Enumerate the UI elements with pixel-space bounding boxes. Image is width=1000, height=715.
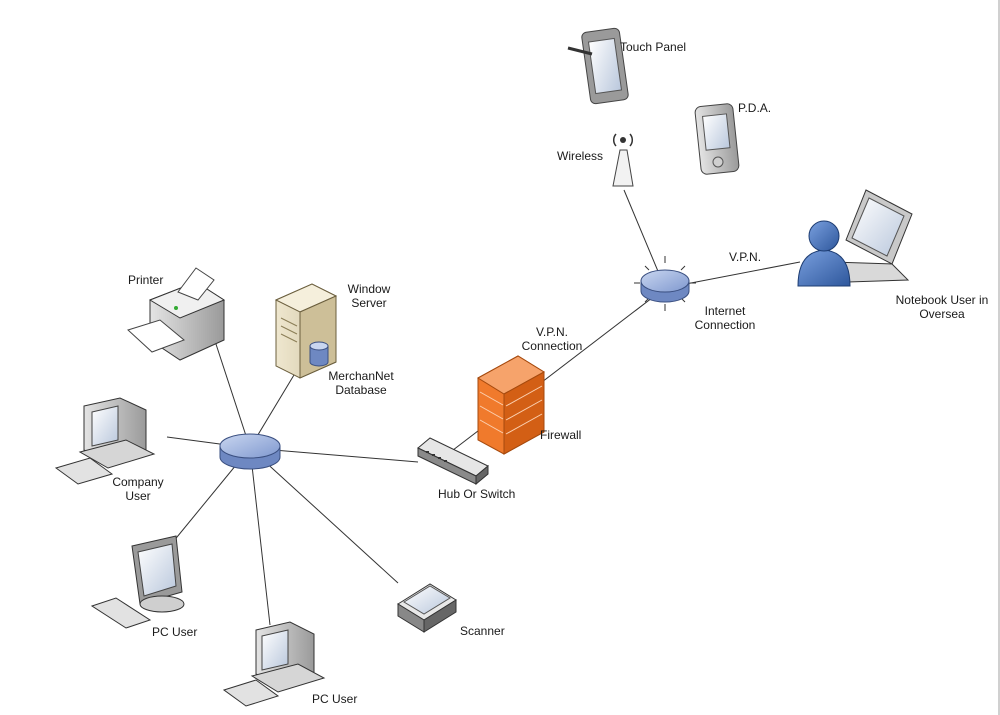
scanner-label: Scanner — [460, 624, 505, 638]
lan-hub-icon — [219, 433, 281, 470]
printer-label: Printer — [128, 273, 164, 287]
scanner-icon — [397, 583, 457, 633]
vpn-label: V.P.N. — [729, 250, 762, 264]
wireless-antenna-icon — [612, 133, 634, 187]
pc-user-2-label: PC User — [312, 692, 358, 706]
window-server-label: Window Server — [347, 282, 391, 310]
pda-icon — [694, 103, 740, 175]
touch-panel-icon — [567, 27, 629, 105]
frame-edge — [998, 0, 1000, 715]
touch-panel-label: Touch Panel — [620, 40, 687, 54]
company-user-label: Company User — [112, 475, 164, 503]
internet-connection-label: Internet Connection — [694, 304, 756, 332]
firewall-icon — [477, 355, 545, 455]
database-icon — [309, 341, 329, 367]
merchannet-database-label: MerchanNet Database — [328, 369, 394, 397]
hub-or-switch-label: Hub Or Switch — [438, 487, 516, 501]
internet-hub-icon — [634, 256, 696, 311]
wireless-label: Wireless — [557, 149, 604, 163]
printer-icon — [127, 267, 226, 361]
switch-icon — [417, 437, 489, 486]
company-user-pc-icon — [54, 397, 156, 485]
pda-label: P.D.A. — [738, 101, 772, 115]
notebook-user-label: Notebook User in Oversea — [895, 293, 989, 321]
pc-user-1-label: PC User — [152, 625, 198, 639]
vpn-connection-label: V.P.N. Connection — [521, 325, 583, 353]
pc-user-1-icon — [90, 535, 185, 629]
notebook-user-icon — [797, 189, 913, 287]
firewall-label: Firewall — [540, 428, 582, 442]
pc-user-2-icon — [222, 621, 326, 707]
